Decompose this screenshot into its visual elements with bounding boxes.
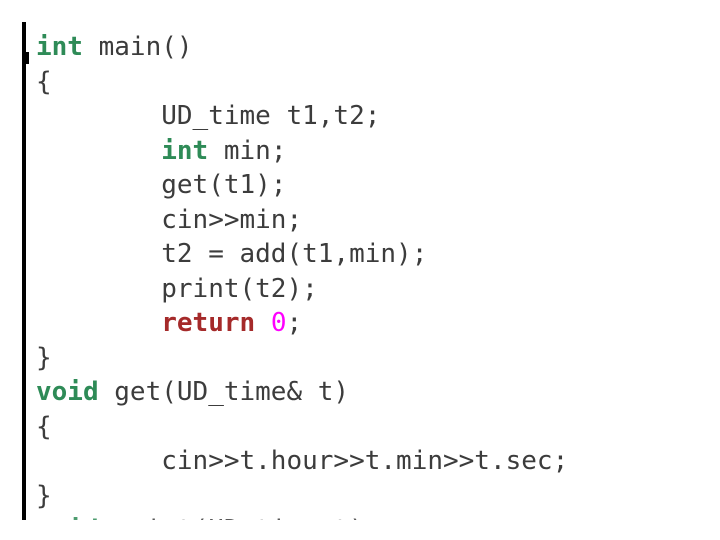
code-line[interactable]: void get(UD_time& t) xyxy=(36,375,568,410)
editor-left-border xyxy=(22,22,26,520)
indent xyxy=(36,205,161,235)
code-line[interactable]: t2 = add(t1,min); xyxy=(36,237,568,272)
code-line[interactable]: cin>>t.hour>>t.min>>t.sec; xyxy=(36,444,568,479)
code-line[interactable]: void print(UD_time t) xyxy=(36,513,568,520)
code-token: { xyxy=(36,411,52,442)
code-token xyxy=(255,308,271,338)
code-token-kw-type: int xyxy=(161,135,209,166)
code-token: cin>>min; xyxy=(161,204,303,235)
code-token-kw-type: void xyxy=(36,377,99,407)
indent xyxy=(36,170,161,200)
code-line[interactable]: int min; xyxy=(36,134,568,169)
code-editor[interactable]: int main(){ UD_time t1,t2; int min; get(… xyxy=(22,22,610,520)
line-marker xyxy=(22,52,29,64)
code-line[interactable]: } xyxy=(36,479,568,514)
code-line[interactable]: int main() xyxy=(36,30,568,65)
code-token: cin>>t.hour>>t.min>>t.sec; xyxy=(161,446,569,476)
code-token: get(t1); xyxy=(161,170,287,200)
code-token: } xyxy=(36,342,52,373)
code-token-num: 0 xyxy=(270,308,287,338)
indent xyxy=(36,239,161,269)
code-token: print(t2); xyxy=(161,273,318,304)
indent xyxy=(36,308,161,338)
code-token: get(UD_time& t) xyxy=(98,377,350,407)
code-token: t2 = add(t1,min); xyxy=(161,239,428,269)
code-token: { xyxy=(36,66,52,97)
code-token: ; xyxy=(286,308,303,338)
code-line[interactable]: } xyxy=(36,341,568,376)
code-token-kw-type: void xyxy=(36,515,99,520)
indent xyxy=(36,446,161,476)
code-line[interactable]: UD_time t1,t2; xyxy=(36,99,568,134)
code-token: print(UD_time t) xyxy=(99,515,364,520)
code-token: UD_time t1,t2; xyxy=(161,101,381,131)
code-block[interactable]: int main(){ UD_time t1,t2; int min; get(… xyxy=(36,30,568,520)
indent xyxy=(36,101,161,131)
indent xyxy=(36,274,161,304)
code-token: } xyxy=(36,480,52,511)
code-token: main() xyxy=(82,32,193,62)
indent xyxy=(36,136,161,166)
code-line[interactable]: print(t2); xyxy=(36,272,568,307)
code-line[interactable]: { xyxy=(36,410,568,445)
code-line[interactable]: return 0; xyxy=(36,306,568,341)
code-token: min; xyxy=(208,135,287,166)
code-line[interactable]: { xyxy=(36,65,568,100)
code-token-kw-ret: return xyxy=(161,308,256,338)
code-line[interactable]: cin>>min; xyxy=(36,203,568,238)
code-token-kw-type: int xyxy=(36,32,83,62)
code-line[interactable]: get(t1); xyxy=(36,168,568,203)
